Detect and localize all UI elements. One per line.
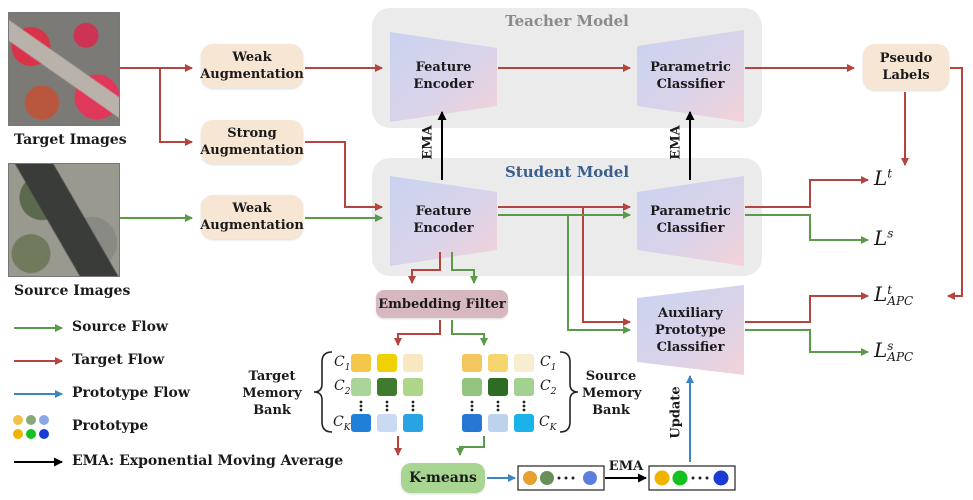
ema-label-left: EMA [420, 125, 436, 160]
teacher-model-title: Teacher Model [505, 12, 629, 30]
teacher-classifier-shape [637, 30, 744, 122]
legend-prototype: Prototype [72, 418, 149, 434]
update-label: Update [668, 386, 684, 439]
source-proto-c2-b [488, 378, 508, 396]
target-proto-c2-c [403, 378, 423, 396]
target-image [8, 12, 120, 126]
kmeans-block: K-means [401, 463, 485, 493]
source-proto-c2-a [462, 378, 482, 396]
embedding-filter: Embedding Filter [376, 290, 508, 318]
weak-augmentation-source: Weak Augmentation [200, 195, 304, 239]
student-model-title: Student Model [504, 163, 630, 181]
target-c1-label: C1 [334, 354, 351, 373]
source-proto-ck-b [488, 414, 508, 432]
source-ck-label: CK [539, 414, 557, 433]
pseudo-labels: Pseudo Labels [863, 44, 949, 90]
teacher-classifier-label: Parametric Classifier [650, 60, 731, 92]
teacher-encoder-shape [390, 32, 497, 122]
ema-label-bottom: EMA [608, 459, 644, 474]
legend-target-flow: Target Flow [72, 352, 165, 368]
source-proto-c1-a [462, 354, 482, 372]
source-proto-c2-c [514, 378, 534, 396]
target-proto-ck-b [377, 414, 397, 432]
source-c2-label: C2 [540, 378, 557, 397]
student-encoder-shape [390, 176, 497, 266]
target-proto-c2-b [377, 378, 397, 396]
target-proto-c2-a [351, 378, 371, 396]
target-proto-ck-c [403, 414, 423, 432]
loss-target: Lt [874, 166, 893, 190]
student-classifier-label: Parametric Classifier [650, 204, 731, 236]
source-images-caption: Source Images [14, 283, 131, 299]
source-brace [559, 351, 579, 433]
teacher-encoder-label: Feature Encoder [413, 60, 474, 92]
auxiliary-classifier-shape [637, 285, 744, 375]
source-proto-c1-c [514, 354, 534, 372]
source-memory-bank-label: Source Memory Bank [582, 369, 642, 418]
legend-ema: EMA: Exponential Moving Average [72, 453, 344, 469]
student-encoder-label: Feature Encoder [413, 204, 474, 236]
legend-source-flow: Source Flow [72, 319, 168, 335]
source-c1-label: C1 [540, 354, 557, 373]
student-classifier-shape [637, 176, 744, 266]
legend-prototype-icon [13, 415, 49, 439]
target-images-caption: Target Images [14, 132, 127, 148]
source-image [8, 163, 120, 277]
target-proto-ck-a [351, 414, 371, 432]
target-ck-label: CK [333, 414, 351, 433]
loss-source: Ls [874, 226, 894, 250]
source-proto-ck-a [462, 414, 482, 432]
ema-label-right: EMA [668, 125, 684, 160]
target-c2-label: C2 [334, 378, 351, 397]
target-proto-c1-c [403, 354, 423, 372]
legend-prototype-flow: Prototype Flow [72, 385, 190, 401]
target-brace [313, 351, 333, 433]
target-memory-bank-label: Target Memory Bank [242, 369, 302, 418]
target-proto-c1-b [377, 354, 397, 372]
target-proto-c1-a [351, 354, 371, 372]
source-proto-ck-c [514, 414, 534, 432]
auxiliary-classifier-label: Auxiliary Prototype Classifier [655, 306, 726, 355]
strong-augmentation: Strong Augmentation [200, 120, 304, 164]
weak-augmentation-target: Weak Augmentation [200, 44, 304, 88]
source-proto-c1-b [488, 354, 508, 372]
